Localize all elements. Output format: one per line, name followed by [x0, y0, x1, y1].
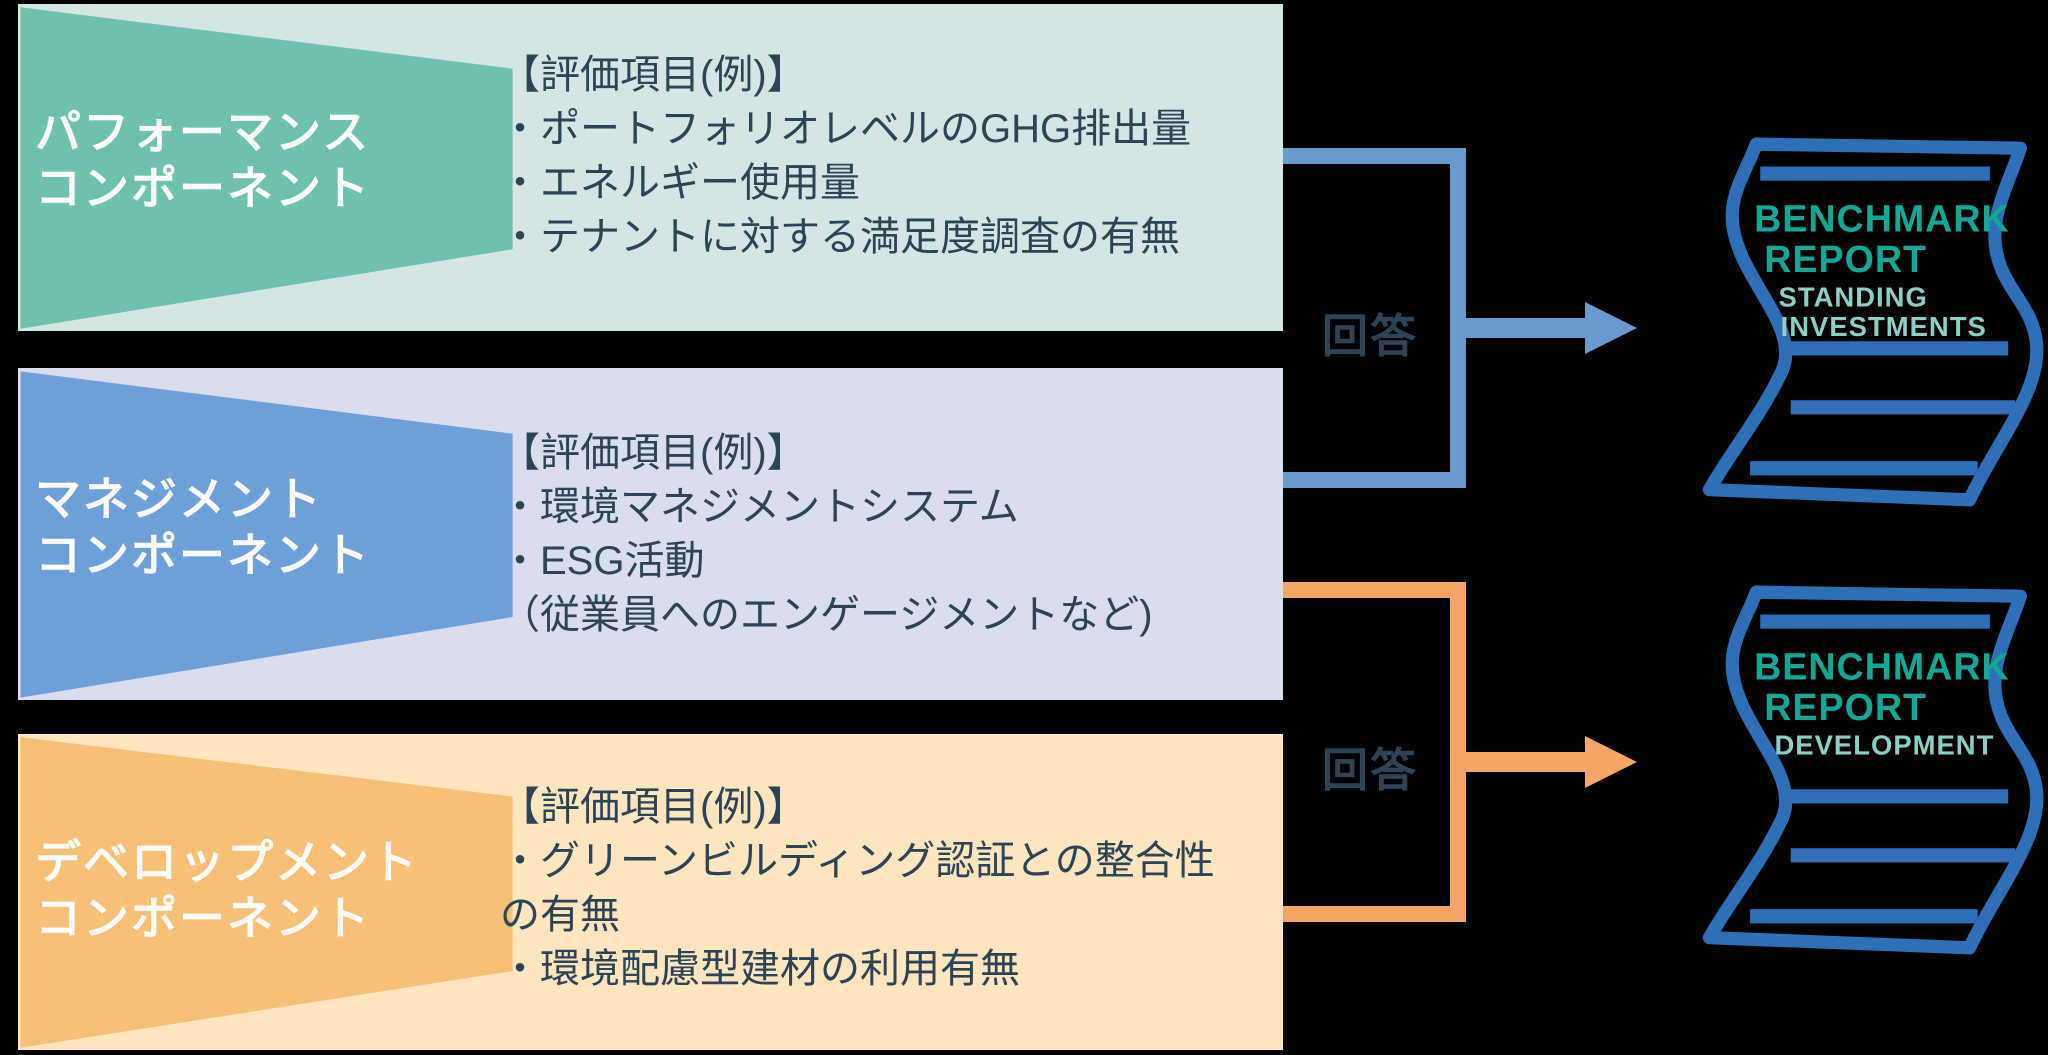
band-management: マネジメント コンポーネント 【評価項目(例)】 ・環境マネジメントシステム ・…: [18, 368, 1283, 700]
benchmark-report-standing-icon: BENCHMARK REPORT STANDING INVESTMENTS: [1702, 137, 2044, 507]
report-line: [1750, 461, 1978, 476]
band-performance: パフォーマンス コンポーネント 【評価項目(例)】 ・ポートフォリオレベルのGH…: [18, 4, 1283, 331]
report-line: [1783, 341, 2009, 356]
criteria-item: ・ESG活動: [500, 539, 705, 583]
band-title-performance: パフォーマンス コンポーネント: [35, 104, 371, 216]
funnel-polygon: [20, 737, 513, 1048]
report-line: [1783, 789, 2009, 804]
scroll-outline: [1702, 137, 2044, 507]
report-title-line1: BENCHMARK: [1754, 198, 2009, 240]
funnel-shape-development: [20, 737, 513, 1048]
band-title-line1: マネジメント: [35, 473, 323, 525]
report-subtitle-line1: DEVELOPMENT: [1774, 730, 1994, 761]
band-criteria-development: 【評価項目(例)】 ・グリーンビルディング認証との整合性 の有無 ・環境配慮型建…: [500, 780, 1215, 996]
criteria-item: ・グリーンビルディング認証との整合性: [500, 839, 1215, 883]
criteria-item: ・テナントに対する満足度調査の有無: [500, 215, 1180, 259]
answer-label-1: 回答: [1322, 310, 1418, 362]
report-title-line2: REPORT: [1764, 238, 1927, 280]
criteria-heading: 【評価項目(例)】: [500, 53, 807, 97]
arrow-head-icon: [1585, 736, 1637, 788]
band-title-line2: コンポーネント: [35, 529, 371, 581]
criteria-item: ・環境マネジメントシステム: [500, 485, 1019, 529]
criteria-item: ・ポートフォリオレベルのGHG排出量: [500, 107, 1192, 151]
scroll-outline: [1702, 585, 2044, 955]
band-title-management: マネジメント コンポーネント: [35, 471, 371, 583]
band-development: デベロップメント コンポーネント 【評価項目(例)】 ・グリーンビルディング認証…: [18, 734, 1283, 1050]
arrow-head-icon: [1585, 302, 1637, 354]
criteria-item: の有無: [500, 893, 620, 937]
report-line: [1750, 909, 1978, 924]
band-title-line2: コンポーネント: [35, 162, 371, 214]
funnel-shape-management: [20, 371, 513, 698]
report-subtitle-line2: INVESTMENTS: [1781, 311, 1987, 342]
report-line: [1760, 166, 1990, 181]
band-title-line1: デベロップメント: [35, 836, 419, 888]
band-criteria-management: 【評価項目(例)】 ・環境マネジメントシステム ・ESG活動 （従業員へのエンゲ…: [500, 426, 1153, 642]
criteria-heading: 【評価項目(例)】: [500, 785, 807, 829]
criteria-item: ・環境配慮型建材の利用有無: [500, 947, 1020, 991]
band-title-development: デベロップメント コンポーネント: [35, 834, 419, 946]
funnel-shape-performance: [20, 7, 513, 329]
report-title-line1: BENCHMARK: [1754, 646, 2009, 688]
report-line: [1760, 614, 1990, 629]
report-line: [1790, 848, 2016, 863]
funnel-polygon: [20, 371, 513, 698]
benchmark-report-development-icon: BENCHMARK REPORT DEVELOPMENT: [1702, 585, 2044, 955]
criteria-item: （従業員へのエンゲージメントなど): [500, 593, 1153, 637]
report-subtitle-line1: STANDING: [1779, 282, 1928, 313]
answer-label-2: 回答: [1322, 744, 1418, 796]
band-criteria-performance: 【評価項目(例)】 ・ポートフォリオレベルのGHG排出量 ・エネルギー使用量 ・…: [500, 48, 1191, 264]
connector-orange: [1283, 582, 1637, 922]
connector-blue: [1283, 148, 1637, 488]
funnel-polygon: [20, 7, 513, 329]
criteria-item: ・エネルギー使用量: [500, 161, 860, 205]
report-title-line2: REPORT: [1764, 686, 1927, 728]
band-title-line2: コンポーネント: [35, 892, 371, 944]
band-title-line1: パフォーマンス: [35, 106, 371, 158]
report-line: [1790, 400, 2016, 415]
criteria-heading: 【評価項目(例)】: [500, 431, 807, 475]
